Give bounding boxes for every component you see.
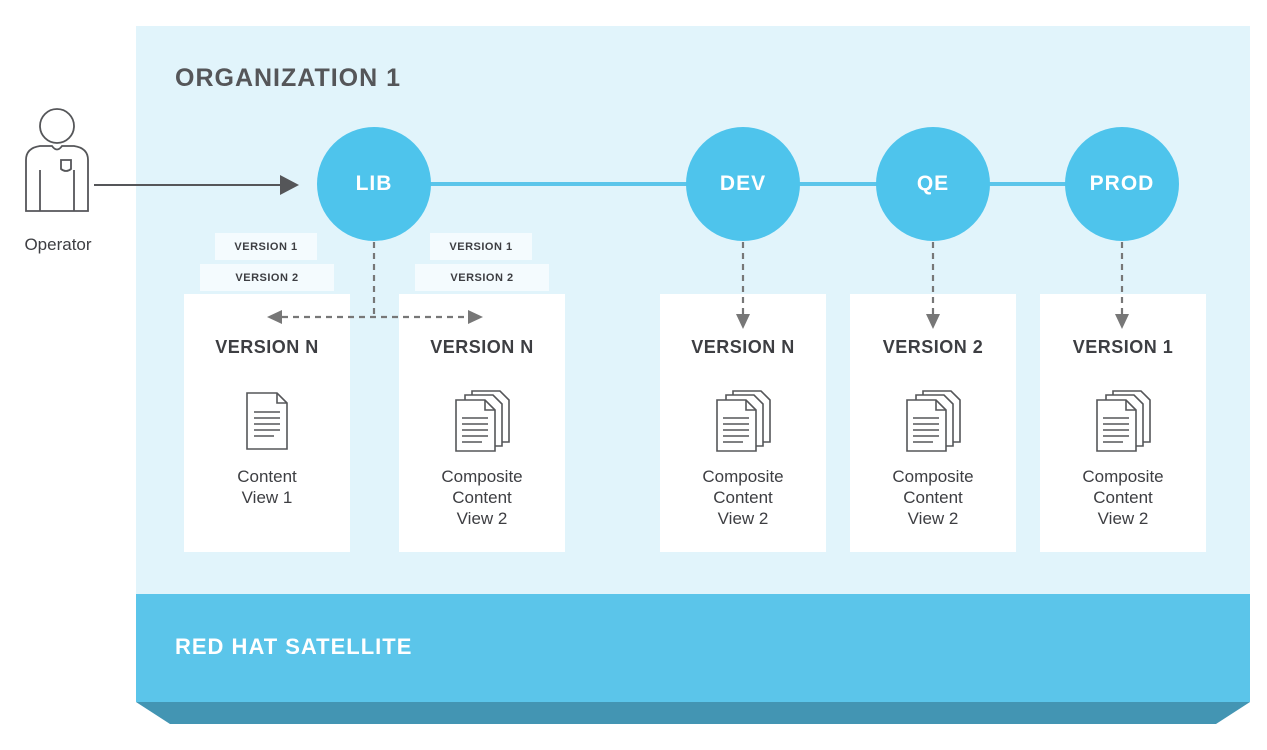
arrow-head-left bbox=[267, 310, 282, 324]
qe-arrow-head bbox=[926, 314, 940, 329]
stacked-documents-icon bbox=[716, 390, 771, 452]
dev-arrow-head bbox=[736, 314, 750, 329]
version-tag: VERSION 1 bbox=[215, 233, 317, 260]
stacked-documents-icon bbox=[906, 390, 961, 452]
stacked-documents-icon bbox=[455, 390, 510, 452]
satellite-title: RED HAT SATELLITE bbox=[175, 634, 413, 659]
card-label: Composite Content View 2 bbox=[1082, 467, 1164, 528]
organization-title: ORGANIZATION 1 bbox=[175, 64, 402, 92]
card-version: VERSION N bbox=[430, 337, 534, 357]
version-tag: VERSION 1 bbox=[430, 233, 532, 260]
card-label: Content View 1 bbox=[237, 467, 297, 507]
prod-arrow-head bbox=[1115, 314, 1129, 329]
version-tag: VERSION 2 bbox=[200, 264, 334, 291]
composite-content-view-card: VERSION N Composite Content View 2 bbox=[399, 294, 565, 552]
satellite-base bbox=[136, 594, 1250, 702]
operator-arrow-head bbox=[280, 175, 299, 195]
card-version: VERSION 2 bbox=[882, 337, 984, 357]
environment-lib: LIB bbox=[317, 127, 431, 241]
card-label: Composite Content View 2 bbox=[892, 467, 974, 528]
environment-qe: QE bbox=[876, 127, 990, 241]
single-document-icon bbox=[246, 392, 288, 450]
stacked-documents-icon bbox=[1096, 390, 1151, 452]
card-version: VERSION N bbox=[691, 337, 795, 357]
card-version: VERSION 1 bbox=[1072, 337, 1174, 357]
card-label: Composite Content View 2 bbox=[702, 467, 784, 528]
environment-prod: PROD bbox=[1065, 127, 1179, 241]
version-tag: VERSION 2 bbox=[415, 264, 549, 291]
arrow-head-right bbox=[468, 310, 483, 324]
operator-label: Operator bbox=[24, 235, 92, 254]
composite-content-view-card: VERSION 2 Composite Content View 2 bbox=[850, 294, 1016, 552]
environment-dev: DEV bbox=[686, 127, 800, 241]
content-view-card: VERSION N Content View 1 bbox=[184, 294, 350, 552]
composite-content-view-card: VERSION 1 Composite Content View 2 bbox=[1040, 294, 1206, 552]
composite-content-view-card: VERSION N Composite Content View 2 bbox=[660, 294, 826, 552]
card-label: Composite Content View 2 bbox=[441, 467, 523, 528]
operator-icon bbox=[25, 108, 89, 212]
card-version: VERSION N bbox=[215, 337, 319, 357]
